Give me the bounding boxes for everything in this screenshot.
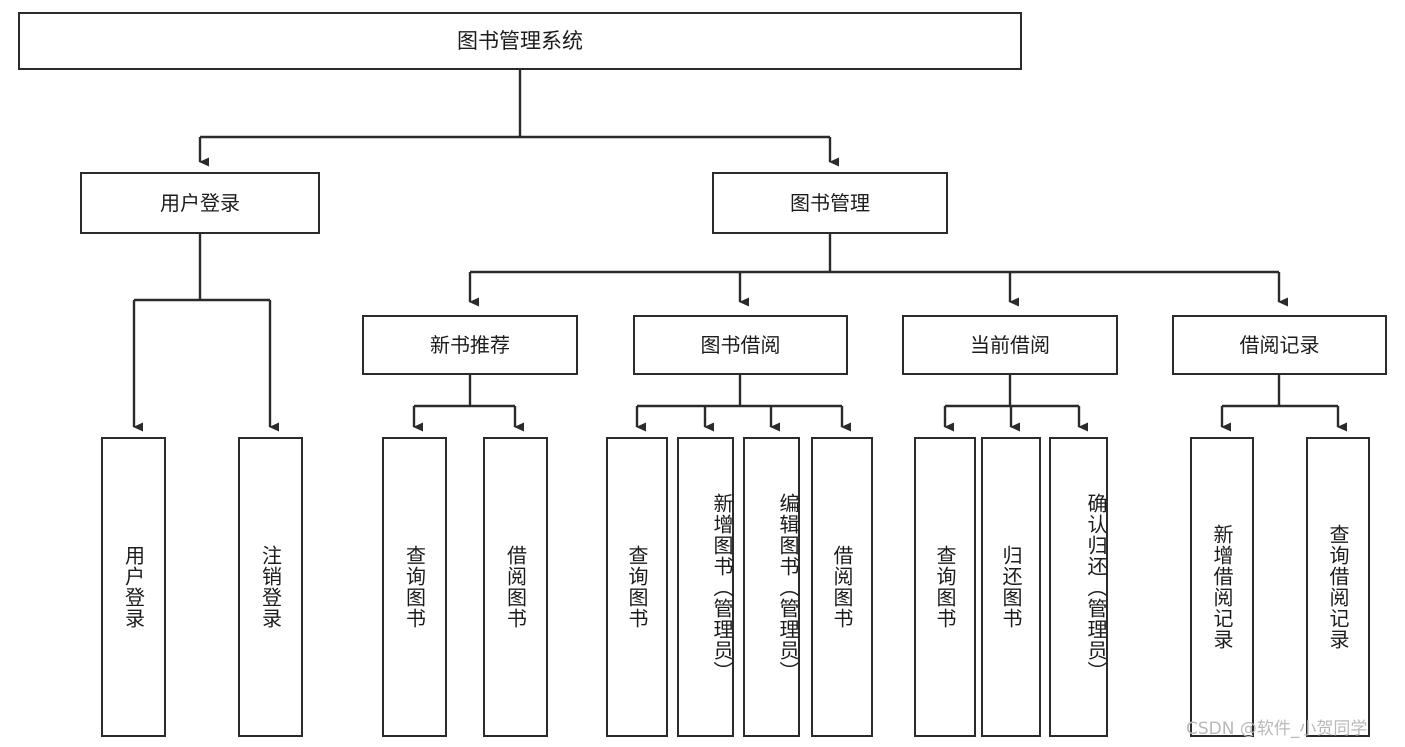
node-label: 图书管理系统 — [457, 28, 583, 53]
node-label: 图书管理 — [790, 190, 870, 215]
leaf-edit-book-admin[interactable]: 编辑图书（管理员） — [743, 437, 800, 737]
node-user-login[interactable]: 用户登录 — [80, 172, 320, 234]
node-label: 新增图书（管理员） — [710, 492, 734, 682]
node-label: 图书借阅 — [700, 332, 781, 357]
leaf-borrow-book-recommend[interactable]: 借阅图书 — [483, 437, 548, 737]
node-label: 借阅图书 — [503, 545, 528, 629]
node-label: 新增借阅记录 — [1210, 524, 1234, 650]
leaf-query-borrow-record[interactable]: 查询借阅记录 — [1306, 437, 1370, 737]
leaf-borrow-book[interactable]: 借阅图书 — [811, 437, 873, 737]
node-label: 新书推荐 — [430, 332, 510, 357]
node-label: 用户登录 — [160, 190, 240, 215]
node-label: 查询借阅记录 — [1326, 524, 1350, 650]
node-label: 借阅图书 — [830, 545, 854, 629]
node-label: 当前借阅 — [970, 332, 1050, 357]
leaf-query-book-recommend[interactable]: 查询图书 — [382, 437, 447, 737]
watermark-text: CSDN @软件_小贺同学 — [1186, 719, 1368, 739]
node-label: 查询图书 — [933, 545, 957, 629]
node-label: 归还图书 — [999, 545, 1023, 629]
node-root-system[interactable]: 图书管理系统 — [18, 12, 1022, 70]
leaf-logout[interactable]: 注销登录 — [238, 437, 303, 737]
node-label: 用户登录 — [121, 545, 146, 629]
node-label: 注销登录 — [258, 545, 283, 629]
node-label: 编辑图书（管理员） — [776, 492, 800, 682]
node-label: 查询图书 — [625, 545, 649, 629]
node-book-borrow[interactable]: 图书借阅 — [633, 315, 848, 375]
leaf-return-book[interactable]: 归还图书 — [981, 437, 1041, 737]
node-book-manage[interactable]: 图书管理 — [712, 172, 948, 234]
leaf-query-book-borrow[interactable]: 查询图书 — [606, 437, 668, 737]
leaf-user-login[interactable]: 用户登录 — [101, 437, 166, 737]
node-new-book-recommend[interactable]: 新书推荐 — [362, 315, 578, 375]
node-borrow-record[interactable]: 借阅记录 — [1172, 315, 1387, 375]
leaf-query-book-current[interactable]: 查询图书 — [914, 437, 976, 737]
leaf-add-book-admin[interactable]: 新增图书（管理员） — [677, 437, 734, 737]
node-label: 查询图书 — [402, 545, 427, 629]
leaf-confirm-return-admin[interactable]: 确认归还（管理员） — [1049, 437, 1108, 737]
node-label: 借阅记录 — [1239, 332, 1320, 357]
leaf-add-borrow-record[interactable]: 新增借阅记录 — [1190, 437, 1254, 737]
node-current-borrow[interactable]: 当前借阅 — [902, 315, 1118, 375]
node-label: 确认归还（管理员） — [1084, 492, 1108, 682]
